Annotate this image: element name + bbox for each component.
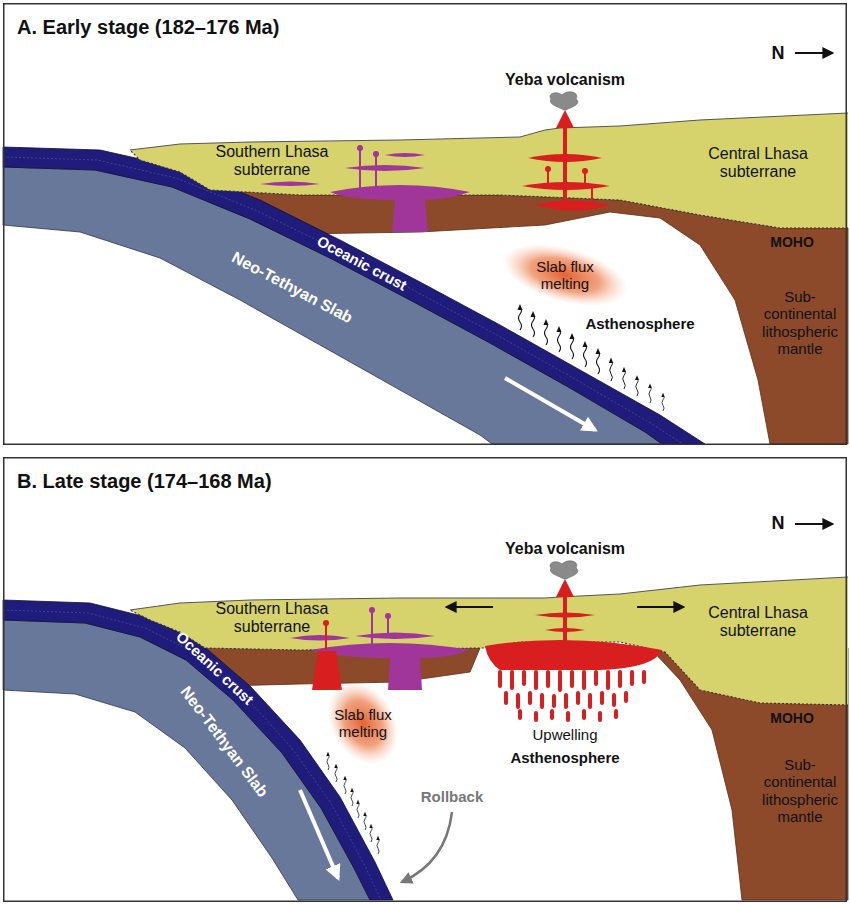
- mantle-label: Sub-continental lithospheric mantle: [750, 288, 850, 357]
- red-dike: [563, 597, 567, 642]
- purple-dot: [357, 145, 363, 151]
- terrane-label: Southern Lhasa subterrane: [197, 143, 347, 180]
- red-sill: [522, 182, 610, 190]
- crust-dotted-line: [3, 610, 381, 900]
- fluid-arrow: [557, 326, 562, 352]
- fluid-arrow: [596, 348, 601, 374]
- north-arrow: [795, 523, 832, 525]
- fluid-arrow: [326, 752, 330, 770]
- purple-dike: [360, 150, 376, 192]
- fluid-arrow: [622, 367, 626, 389]
- melt-ellipse: [313, 669, 412, 777]
- terrane-label: Central Lhasa subterrane: [693, 604, 823, 641]
- mantle-label: Sub-continental lithospheric mantle: [750, 756, 850, 825]
- purple-dot: [385, 613, 391, 619]
- volcano-cone: [556, 110, 574, 128]
- red-sill: [535, 201, 610, 211]
- stage-panel: B. Late stage (174–168 Ma) Slab flux melt…: [3, 457, 847, 902]
- slab-body: [3, 620, 370, 900]
- fluid-arrow: [356, 800, 360, 818]
- fluid-arrow: [343, 776, 347, 794]
- subduction-arrow: [300, 790, 338, 878]
- melt-label: Slab flux melting: [526, 258, 604, 293]
- panel-title: B. Late stage (174–168 Ma): [17, 470, 272, 493]
- volcano-cone: [556, 579, 574, 597]
- fluid-arrow: [518, 304, 523, 330]
- red-intrusion: [312, 651, 342, 690]
- terrane-label: Southern Lhasa subterrane: [197, 600, 347, 637]
- moho-label: MOHO: [770, 710, 814, 726]
- ash-plume: [550, 561, 578, 579]
- ash-plume: [550, 92, 578, 110]
- red-sill: [528, 154, 602, 162]
- north-label: N: [772, 513, 785, 534]
- purple-dot: [373, 151, 379, 157]
- panel-title: A. Early stage (182–176 Ma): [17, 16, 279, 39]
- red-dike: [548, 170, 592, 205]
- fluid-arrow: [531, 311, 536, 337]
- magma-underplate: [485, 640, 662, 670]
- melt-zone: Slab flux melting: [500, 245, 630, 305]
- melt-zone: Slab flux melting: [313, 687, 413, 759]
- red-dot: [545, 166, 551, 172]
- melt-label: Slab flux melting: [324, 706, 402, 741]
- fluid-arrow: [544, 319, 549, 345]
- volcanism-label: Yeba volcanism: [505, 540, 625, 558]
- purple-dot: [369, 607, 375, 613]
- layer-label: Oceanic crust: [314, 232, 410, 294]
- fluid-arrow: [350, 788, 354, 806]
- north-label: N: [772, 43, 785, 64]
- north-arrow: [795, 52, 832, 54]
- purple-sill: [385, 153, 425, 157]
- fluid-arrow: [334, 764, 338, 782]
- stage-panel: A. Early stage (182–176 Ma) Slab flux mel…: [3, 3, 847, 445]
- purple-sill: [260, 182, 320, 187]
- process-label: Rollback: [421, 788, 484, 805]
- fluid-arrow: [570, 333, 575, 359]
- process-label: Upwelling: [532, 726, 597, 743]
- rollback-arrow: [402, 812, 452, 882]
- fluid-arrow: [583, 341, 588, 367]
- red-dike: [563, 128, 567, 210]
- moho-label: MOHO: [770, 234, 814, 250]
- red-sill: [545, 628, 585, 632]
- red-dike: [325, 625, 327, 650]
- red-dot: [323, 620, 329, 626]
- terrane-label: Central Lhasa subterrane: [693, 145, 823, 182]
- red-sill: [535, 613, 595, 618]
- red-dot: [582, 168, 588, 174]
- mantle-label: Asthenosphere: [510, 749, 619, 766]
- fluid-arrow: [369, 824, 373, 842]
- purple-sill: [355, 633, 435, 640]
- fluid-arrow: [661, 393, 665, 411]
- slab-label: Neo-Tethyan Slab: [176, 683, 271, 801]
- subduction-arrow: [505, 378, 595, 430]
- slab-body: [3, 167, 662, 444]
- fluid-arrow: [635, 375, 639, 396]
- purple-sill: [290, 635, 350, 641]
- continental-crust: [130, 113, 848, 228]
- upwelling-melt-drops: [500, 672, 644, 720]
- purple-intrusion: [310, 643, 470, 690]
- extension-arrow: [637, 606, 683, 608]
- purple-intrusion: [330, 185, 470, 232]
- melt-ellipse: [496, 232, 634, 317]
- fluid-arrow: [376, 836, 380, 854]
- volcanism-label: Yeba volcanism: [505, 71, 625, 89]
- slab-label: Neo-Tethyan Slab: [229, 248, 356, 327]
- fluid-arrow: [648, 384, 652, 404]
- fluid-arrow: [363, 812, 367, 830]
- purple-sill: [345, 165, 425, 171]
- crust-dotted-line: [3, 157, 683, 444]
- mantle-label: Asthenosphere: [585, 315, 694, 332]
- fluid-arrow: [609, 358, 614, 381]
- extension-arrow: [447, 606, 493, 608]
